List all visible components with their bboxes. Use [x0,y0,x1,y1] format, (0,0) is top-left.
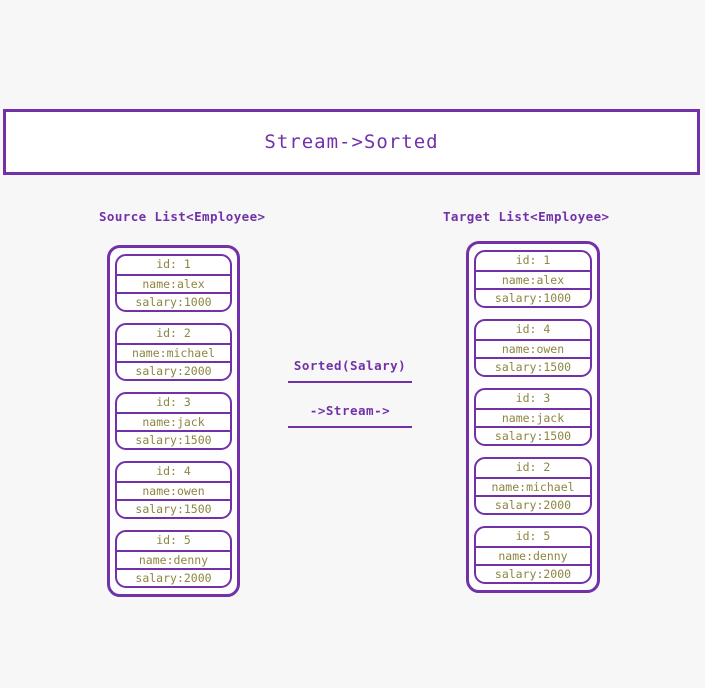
employee-id-field: id: 5 [156,533,191,547]
employee-id-field: id: 1 [156,257,191,271]
employee-salary-field: salary:1500 [476,357,590,375]
list-item: id: 1 name:alex salary:1000 [474,250,592,308]
employee-id-field: id: 4 [515,322,551,336]
page-title: Stream->Sorted [264,131,439,153]
list-item: id: 2 name:michael salary:2000 [474,457,592,515]
source-list-header: Source List<Employee> [99,209,266,224]
operation-divider-bottom [288,426,412,428]
operation-divider-top [288,381,412,383]
source-list-container: id: 1 name:alex salary:1000 id: 2 name:m… [107,245,240,597]
list-item: id: 3 name:jack salary:1500 [474,388,592,446]
employee-name-field: name:jack [476,408,590,426]
employee-id-field: id: 1 [515,253,551,267]
list-item: id: 4 name:owen salary:1500 [474,319,592,377]
employee-salary-field: salary:2000 [476,564,590,582]
operation-label-sorted: Sorted(Salary) [293,358,407,373]
employee-id-field: id: 3 [156,395,191,409]
list-item: id: 2 name:michael salary:2000 [115,323,232,381]
employee-salary-field: salary:1000 [476,288,590,306]
list-item: id: 5 name:denny salary:2000 [115,530,232,588]
employee-id-field: id: 4 [156,464,191,478]
employee-id-field: id: 3 [515,391,551,405]
employee-name-field: name:michael [117,343,230,361]
employee-salary-field: salary:2000 [117,361,230,379]
employee-name-field: name:denny [476,546,590,564]
employee-id-field: id: 5 [515,529,551,543]
employee-name-field: name:denny [117,550,230,568]
operation-label-stream: ->Stream-> [309,403,391,418]
list-item: id: 4 name:owen salary:1500 [115,461,232,519]
target-list-header: Target List<Employee> [443,209,610,224]
employee-salary-field: salary:1000 [117,292,230,310]
employee-name-field: name:michael [476,477,590,495]
employee-name-field: name:jack [117,412,230,430]
employee-salary-field: salary:2000 [117,568,230,586]
employee-name-field: name:alex [476,270,590,288]
employee-salary-field: salary:1500 [117,430,230,448]
list-item: id: 1 name:alex salary:1000 [115,254,232,312]
employee-name-field: name:alex [117,274,230,292]
diagram-title-banner: Stream->Sorted [3,109,700,175]
employee-id-field: id: 2 [515,460,551,474]
employee-name-field: name:owen [117,481,230,499]
employee-id-field: id: 2 [156,326,191,340]
employee-salary-field: salary:2000 [476,495,590,513]
employee-name-field: name:owen [476,339,590,357]
employee-salary-field: salary:1500 [476,426,590,444]
list-item: id: 3 name:jack salary:1500 [115,392,232,450]
operation-annotation: Sorted(Salary) ->Stream-> [288,358,412,428]
employee-salary-field: salary:1500 [117,499,230,517]
list-item: id: 5 name:denny salary:2000 [474,526,592,584]
target-list-container: id: 1 name:alex salary:1000 id: 4 name:o… [466,241,600,593]
